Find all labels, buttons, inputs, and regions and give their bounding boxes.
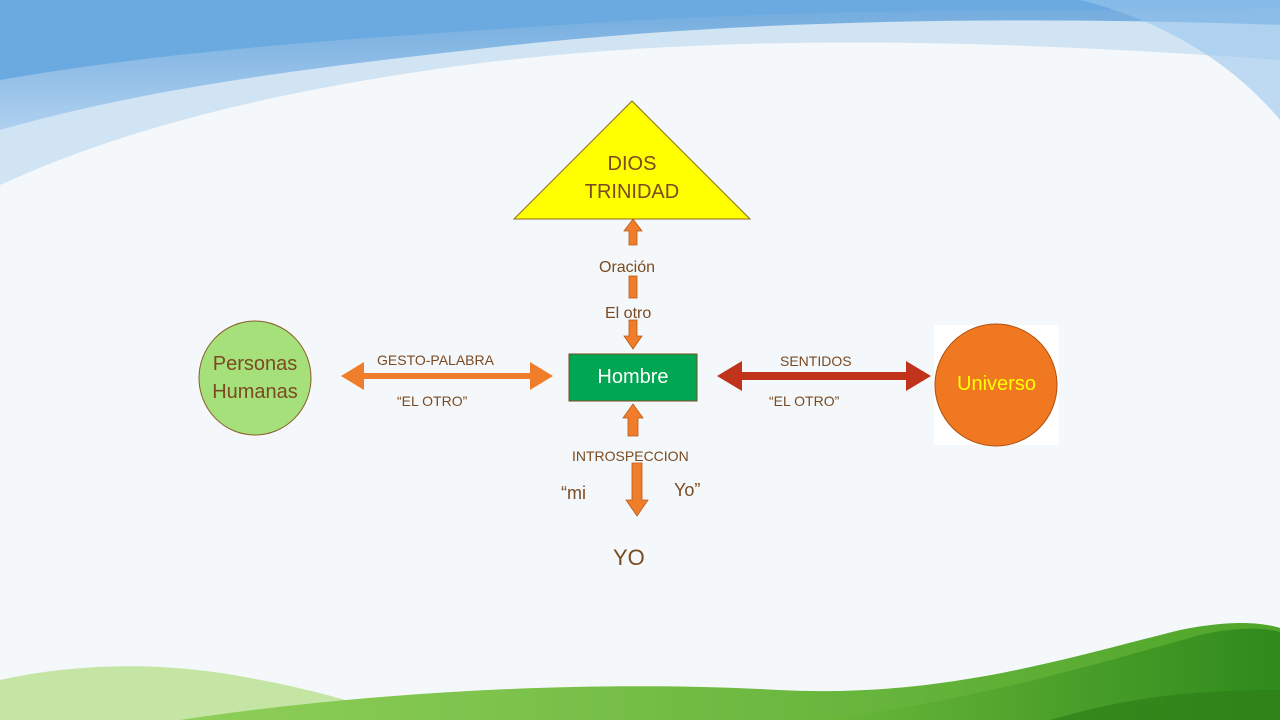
personas-circle — [198, 320, 312, 436]
dios-line2: TRINIDAD — [584, 181, 680, 203]
sentidos-label: SENTIDOS — [780, 353, 852, 369]
oracion-label: Oración — [599, 259, 656, 276]
arrow-up-oracion — [623, 218, 643, 246]
el-otro-left-label: “EL OTRO” — [397, 393, 468, 409]
yo-quote-label: Yo” — [674, 480, 701, 500]
dios-line1: DIOS — [607, 153, 657, 175]
universo-label: Universo — [957, 373, 1036, 395]
mi-label: “mi — [561, 483, 586, 503]
yo-label: YO — [613, 545, 645, 570]
personas-line2: Humanas — [212, 381, 298, 403]
arrow-down-el-otro — [623, 319, 643, 350]
universo-circle — [934, 323, 1058, 447]
sky-wave-front — [0, 0, 1280, 80]
personas-line1: Personas — [212, 353, 298, 375]
personas-label: Personas Humanas — [199, 350, 311, 406]
gesto-palabra-label: GESTO-PALABRA — [377, 352, 494, 368]
dios-triangle — [512, 100, 752, 220]
el-otro-right-label: “EL OTRO” — [769, 393, 840, 409]
dios-label: DIOS TRINIDAD — [560, 150, 704, 206]
arrow-up-introspeccion — [622, 403, 644, 437]
hombre-label: Hombre — [597, 366, 669, 388]
double-arrow-right — [717, 361, 931, 391]
el-otro-top-label: El otro — [605, 305, 652, 322]
introspeccion-label: INTROSPECCION — [572, 448, 689, 464]
double-arrow-left — [341, 362, 553, 390]
arrow-connector-bar — [628, 275, 638, 299]
arrow-down-yo — [625, 462, 649, 517]
hombre-box — [568, 353, 698, 402]
